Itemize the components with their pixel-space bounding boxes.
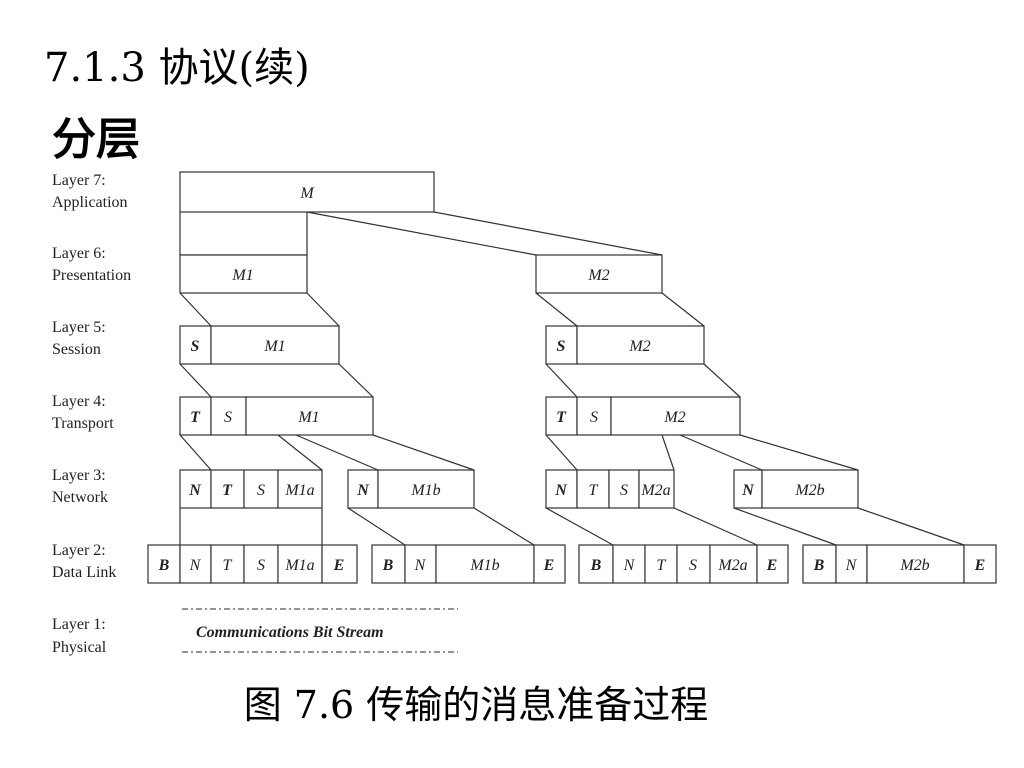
session-header: S [620, 482, 628, 499]
transport-header: T [190, 409, 201, 426]
message-m2: M2 [587, 267, 609, 284]
transport-header: T [589, 482, 599, 499]
bit-stream-label: Communications Bit Stream [196, 624, 384, 641]
layer-5-packet-left: S M1 [179, 325, 340, 365]
transport-header: T [657, 557, 667, 574]
message-m1: M1 [231, 267, 253, 284]
figure-caption: 图 7.6 传输的消息准备过程 [243, 683, 709, 727]
frame-end: E [543, 557, 555, 574]
frame-begin: B [813, 557, 825, 574]
layer-4-packet-left: T S M1 [179, 396, 374, 436]
network-header: N [188, 482, 202, 499]
session-header: S [689, 557, 697, 574]
layer-4-name: Transport [52, 415, 114, 432]
message-m2: M2 [663, 409, 685, 426]
layer-6-number: Layer 6: [52, 245, 106, 262]
frame-begin: B [590, 557, 602, 574]
message-m2: M2 [628, 338, 650, 355]
layer-6-name: Presentation [52, 267, 131, 284]
layer-labels: Layer 7: Application Layer 6: Presentati… [52, 172, 131, 656]
session-header: S [590, 409, 598, 426]
layer-5-packet-right: S M2 [545, 325, 705, 365]
session-header: S [224, 409, 232, 426]
session-header: S [191, 338, 200, 355]
message-m2b: M2b [899, 557, 929, 574]
layer-2-number: Layer 2: [52, 542, 106, 559]
message-m1a: M1a [284, 482, 314, 499]
section-heading: 分层 [52, 114, 140, 165]
network-header: N [189, 557, 202, 574]
session-header: S [557, 338, 566, 355]
network-header: N [623, 557, 636, 574]
network-header: N [356, 482, 370, 499]
layer-3-name: Network [52, 489, 108, 506]
message-m1b: M1b [469, 557, 499, 574]
transport-header: T [222, 482, 233, 499]
network-header: N [845, 557, 858, 574]
layer-1-bit-stream: Communications Bit Stream [182, 608, 458, 653]
message-m2a: M2a [640, 482, 670, 499]
page-title: 7.1.3 协议(续) [44, 45, 310, 91]
session-header: S [257, 557, 265, 574]
layer-4-number: Layer 4: [52, 393, 106, 410]
layer-2-name: Data Link [52, 564, 116, 581]
layer-5-number: Layer 5: [52, 319, 106, 336]
layer-7-message: M [179, 171, 435, 213]
layer-5-name: Session [52, 341, 101, 358]
message-m2a: M2a [717, 557, 747, 574]
message-m1: M1 [297, 409, 319, 426]
frame-begin: B [382, 557, 394, 574]
message-m1b: M1b [410, 482, 440, 499]
layer-3-number: Layer 3: [52, 467, 106, 484]
connector-lines [179, 211, 965, 546]
transport-header: T [223, 557, 233, 574]
message-m2b: M2b [794, 482, 824, 499]
frame-end: E [333, 557, 345, 574]
layer-1-name: Physical [52, 639, 107, 656]
layer-6-message-m2: M2 [535, 254, 663, 294]
transport-header: T [556, 409, 567, 426]
layer-1-number: Layer 1: [52, 616, 106, 633]
message-m1a: M1a [284, 557, 314, 574]
session-header: S [257, 482, 265, 499]
layer-2-frame-1: B N T S M1a E [147, 544, 358, 584]
network-header: N [554, 482, 568, 499]
layer-3-packet-m1b: N M1b [347, 469, 475, 509]
layer-2-frame-4: B N M2b E [802, 544, 997, 584]
frame-begin: B [158, 557, 170, 574]
frame-end: E [974, 557, 986, 574]
network-header: N [414, 557, 427, 574]
osi-encapsulation-diagram: Layer 7: Application Layer 6: Presentati… [52, 171, 997, 656]
layer-2-frame-2: B N M1b E [371, 544, 566, 584]
network-header: N [741, 482, 755, 499]
layer-7-name: Application [52, 194, 128, 211]
layer-3-packet-m2b: N M2b [733, 469, 859, 509]
frame-end: E [766, 557, 778, 574]
layer-2-frame-3: B N T S M2a E [578, 544, 789, 584]
layer-7-number: Layer 7: [52, 172, 106, 189]
message-m: M [299, 185, 315, 202]
layer-6-message-m1: M1 [179, 254, 308, 294]
message-m1: M1 [263, 338, 285, 355]
layer-4-packet-right: T S M2 [545, 396, 741, 436]
layer-3-packet-m2a: N T S M2a [545, 469, 675, 509]
layer-3-packet-m1a: N T S M1a [179, 469, 323, 509]
